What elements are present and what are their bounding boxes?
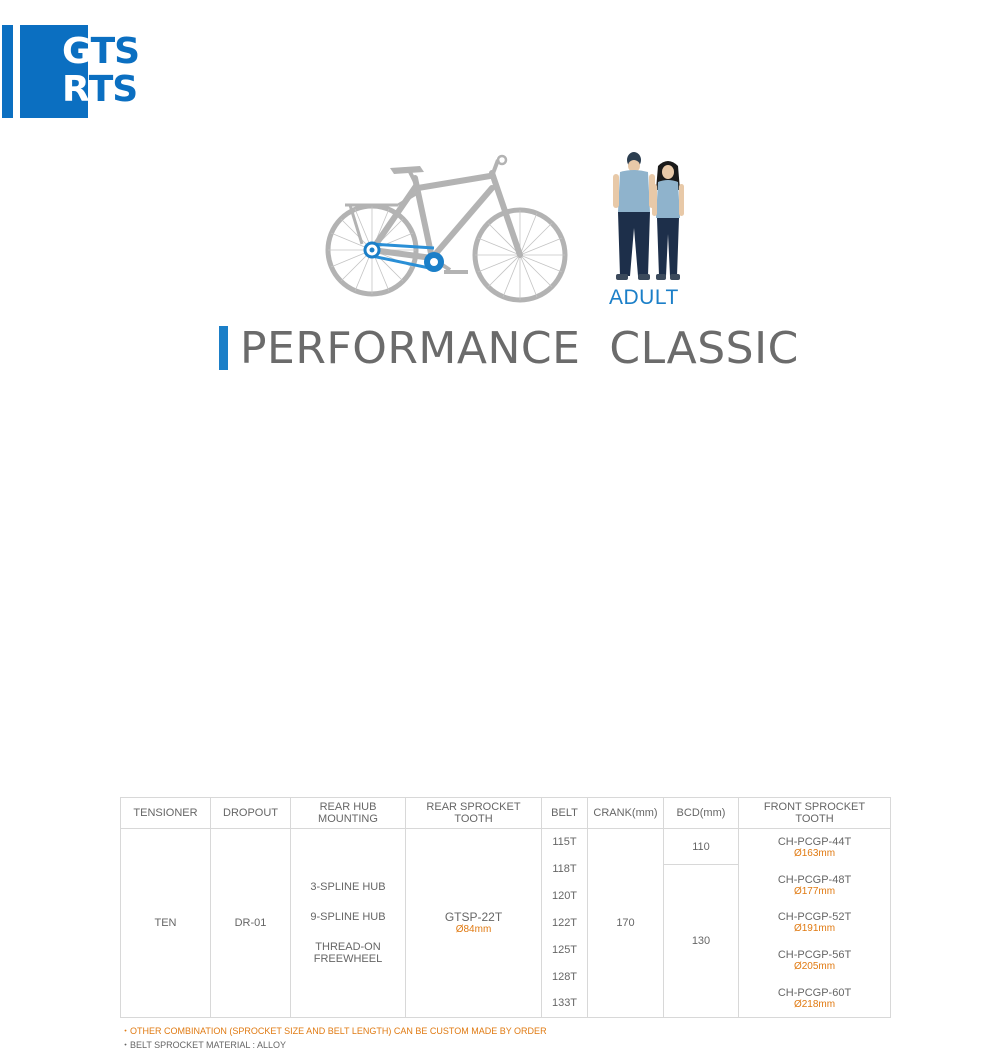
logo-letters: TS: [88, 69, 138, 110]
title-block: PERFORMANCE CLASSIC: [219, 322, 799, 374]
header-belt: BELT: [541, 797, 588, 829]
hub-option: THREAD-ON FREEWHEEL: [313, 941, 383, 965]
header-dropout: DROPOUT: [210, 797, 291, 829]
bicycle-icon: [325, 154, 568, 303]
bike-and-riders-illustration: [325, 152, 684, 303]
front-sprocket-diameter: Ø191mm: [793, 923, 836, 935]
footnote-material: ・BELT SPROCKET MATERIAL : ALLOY: [121, 1040, 287, 1050]
logo-letters: TS: [90, 31, 140, 72]
belt-size: 120T: [551, 890, 578, 903]
table-row: TEN DR-01 3-SPLINE HUB 9-SPLINE HUB THRE…: [120, 828, 891, 1018]
header-rear-sprocket: REAR SPROCKET TOOTH: [405, 797, 542, 829]
bcd-cell: 110 130: [663, 828, 739, 1018]
bcd-value: 110: [664, 829, 738, 865]
front-sprocket-diameter: Ø163mm: [793, 848, 836, 860]
front-sprocket-diameter: Ø205mm: [793, 961, 836, 973]
title-accent-bar: [219, 326, 228, 370]
couple-figures-icon: [613, 152, 684, 280]
front-sprocket-diameter: Ø218mm: [793, 998, 836, 1010]
logo-block: [20, 25, 88, 118]
belt-size: 122T: [551, 916, 578, 929]
header-tensioner: TENSIONER: [120, 797, 211, 829]
rear-sprocket-code: GTSP-22T: [444, 910, 503, 924]
front-sprocket-code: CH-PCGP-44T: [777, 836, 852, 849]
logo-letter: R: [62, 69, 90, 110]
header-crank: CRANK(mm): [587, 797, 664, 829]
front-sprocket-diameter: Ø177mm: [793, 885, 836, 897]
footnote-custom: ・OTHER COMBINATION (SPROCKET SIZE AND BE…: [121, 1026, 547, 1036]
belt-drive-icon: [363, 241, 444, 272]
belt-size: 133T: [551, 997, 578, 1010]
belt-size: 115T: [552, 836, 577, 849]
page-title: PERFORMANCE CLASSIC: [240, 322, 799, 374]
hub-option: 3-SPLINE HUB: [310, 881, 386, 893]
belt-cell: 115T 118T 120T 122T 125T 128T 133T: [541, 828, 588, 1018]
tensioner-cell: TEN: [120, 828, 211, 1018]
rear-sprocket-cell: GTSP-22T Ø84mm: [405, 828, 542, 1018]
header-front-sprocket: FRONT SPROCKET TOOTH: [738, 797, 891, 829]
hub-mounting-cell: 3-SPLINE HUB 9-SPLINE HUB THREAD-ON FREE…: [290, 828, 406, 1018]
belt-size: 118T: [552, 863, 577, 876]
front-sprocket-code: CH-PCGP-56T: [777, 949, 852, 962]
front-sprocket-code: CH-PCGP-52T: [777, 911, 852, 924]
header-rear-hub: REAR HUB MOUNTING: [290, 797, 406, 829]
footnotes: ・OTHER COMBINATION (SPROCKET SIZE AND BE…: [121, 1024, 547, 1052]
crank-cell: 170: [587, 828, 664, 1018]
belt-size: 128T: [551, 970, 578, 983]
header-bcd: BCD(mm): [663, 797, 739, 829]
hub-option: 9-SPLINE HUB: [310, 911, 386, 923]
front-sprocket-code: CH-PCGP-60T: [777, 986, 852, 999]
rear-sprocket-diameter: Ø84mm: [455, 924, 492, 935]
adult-label: ADULT: [609, 286, 679, 309]
table-header-row: TENSIONER DROPOUT REAR HUB MOUNTING REAR…: [120, 797, 891, 829]
spec-table: TENSIONER DROPOUT REAR HUB MOUNTING REAR…: [120, 797, 891, 1018]
logo-bar: [2, 25, 13, 118]
belt-size: 125T: [551, 943, 578, 956]
front-sprocket-code: CH-PCGP-48T: [777, 873, 852, 886]
dropout-cell: DR-01: [210, 828, 291, 1018]
bcd-value: 130: [691, 935, 711, 947]
logo-letter: G: [62, 31, 92, 72]
